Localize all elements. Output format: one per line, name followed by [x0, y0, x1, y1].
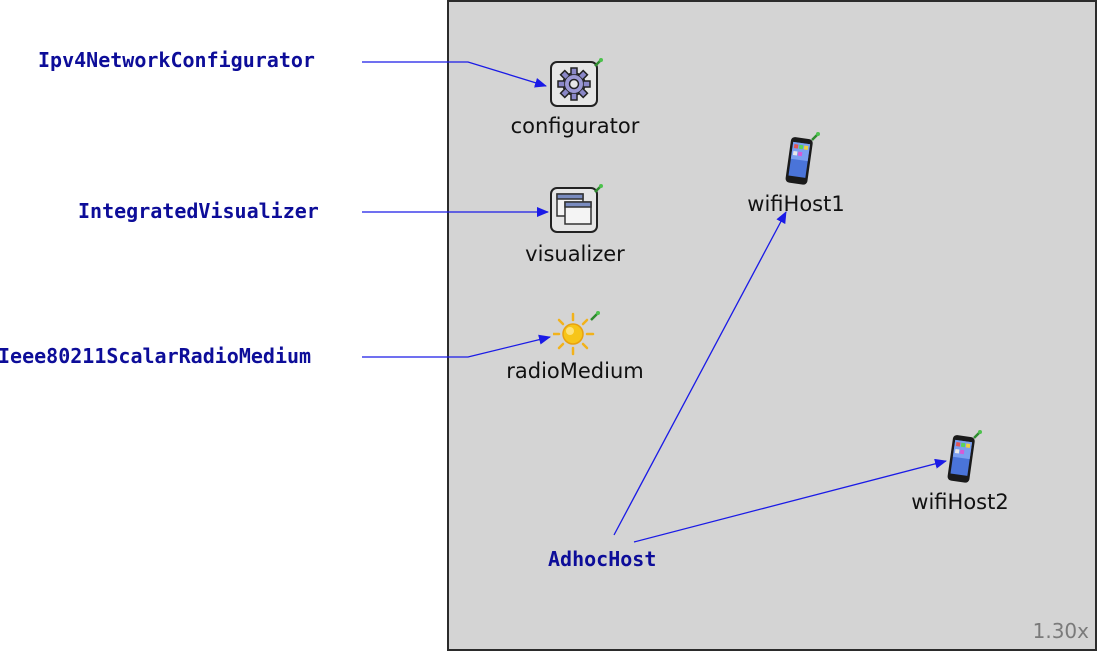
visualizer-label: visualizer	[525, 242, 625, 266]
windows-icon	[550, 184, 603, 233]
wifi-host1-node[interactable]	[782, 132, 822, 194]
gear-icon	[550, 58, 603, 107]
type-label-host: AdhocHost	[548, 547, 657, 571]
configurator-node[interactable]	[549, 58, 605, 114]
smartphone-icon	[947, 430, 982, 483]
smartphone-icon	[785, 132, 820, 185]
wifi-host2-label: wifiHost2	[911, 490, 1009, 514]
zoom-level: 1.30x	[1032, 619, 1089, 643]
visualizer-node[interactable]	[549, 184, 605, 240]
wifi-host2-node[interactable]	[944, 430, 984, 492]
type-label-configurator: Ipv4NetworkConfigurator	[38, 48, 315, 72]
sun-icon	[551, 311, 600, 356]
type-label-radio-medium: Ieee80211ScalarRadioMedium	[0, 344, 312, 368]
radio-medium-label: radioMedium	[506, 359, 644, 383]
wifi-host1-label: wifiHost1	[747, 192, 845, 216]
radio-medium-node[interactable]	[551, 310, 605, 360]
configurator-label: configurator	[510, 114, 640, 138]
type-label-visualizer: IntegratedVisualizer	[78, 199, 319, 223]
network-canvas: 1.30x	[447, 0, 1097, 651]
